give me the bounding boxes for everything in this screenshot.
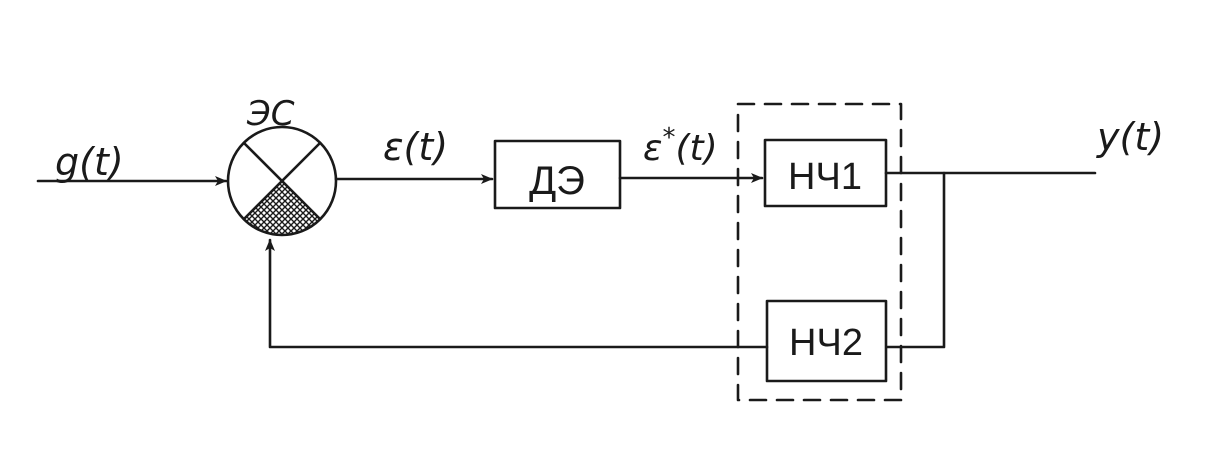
comparator bbox=[226, 125, 338, 237]
comparator-circle bbox=[226, 125, 338, 237]
comparator-label: ЭС bbox=[246, 94, 295, 134]
feedback-return-line bbox=[265, 238, 769, 349]
output-signal-label: y(t) bbox=[1096, 115, 1164, 159]
comparator-diagonal-b bbox=[242, 141, 322, 221]
feedback-branch-line bbox=[885, 171, 946, 349]
nch2-label: НЧ2 bbox=[789, 322, 863, 364]
nch2-block bbox=[765, 299, 888, 383]
comparator-hatched-sector bbox=[244, 181, 320, 235]
digital-element-block bbox=[493, 139, 622, 210]
digital-element-label: ДЭ bbox=[529, 159, 585, 203]
dashed-enclosure bbox=[736, 102, 903, 402]
error-signal-label: ε(t) bbox=[383, 125, 448, 169]
sampled-error-label: ε*(t) bbox=[643, 123, 718, 169]
nch1-label: НЧ1 bbox=[788, 156, 862, 198]
input-signal-label: g(t) bbox=[55, 140, 124, 184]
